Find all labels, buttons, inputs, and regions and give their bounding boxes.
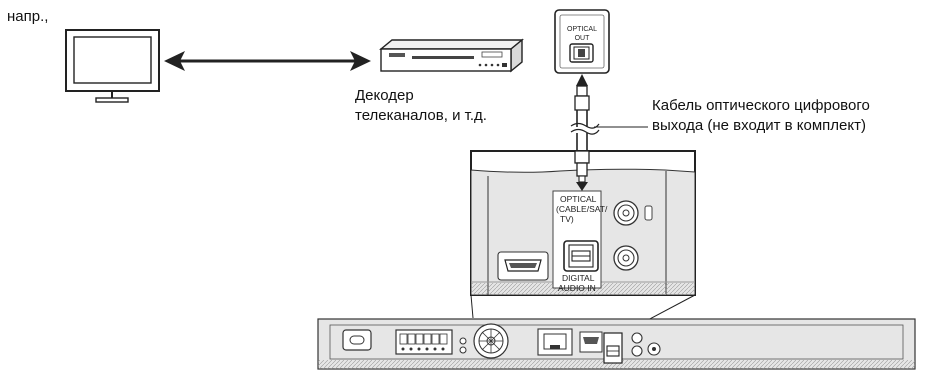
optical-out-text-1: OPTICAL: [567, 26, 597, 33]
main-unit-rear-panel: [317, 318, 916, 370]
cable-label-line2: выхода (не входит в комплект): [652, 117, 866, 134]
optical-port-icon: [569, 43, 594, 63]
power-inlet-icon: [342, 329, 372, 351]
tv-icon: [65, 29, 160, 103]
digital-in-text-1: DIGITAL: [562, 273, 595, 283]
rca-jack-icon: [613, 200, 653, 226]
hdmi-port-icon: [579, 331, 603, 353]
optical-out-text-2: OUT: [575, 35, 591, 42]
digital-in-text-2: AUDIO IN: [558, 283, 596, 293]
set-top-box-icon: [379, 38, 524, 73]
decoder-label-line2: телеканалов, и т.д.: [355, 107, 487, 124]
optical-in-text-1: OPTICAL: [560, 194, 597, 204]
optical-in-text-3: TV): [560, 214, 574, 224]
double-arrow-icon: [164, 51, 371, 71]
cooling-fan-icon: [473, 323, 509, 359]
rear-panel-inset: OPTICAL (CABLE/SAT/ TV) DIGITAL AUDIO IN: [470, 150, 696, 296]
optical-in-port-icon: [563, 240, 599, 272]
optical-in-port-icon: [603, 332, 623, 364]
optical-in-text-2: (CABLE/SAT/: [556, 204, 608, 214]
speaker-terminal-icon: [395, 329, 467, 355]
rca-jack-icon: [631, 332, 661, 357]
example-label: напр.,: [7, 8, 49, 25]
decoder-label: Декодер: [355, 87, 414, 104]
cable-label: Кабель оптического цифрового: [652, 97, 870, 114]
optical-plug-icon: [574, 151, 590, 191]
inset-connector-left: [470, 294, 474, 319]
optical-cable: [570, 74, 600, 151]
rca-jack-icon: [613, 245, 639, 271]
hdmi-port-icon: [497, 251, 549, 281]
optical-out-panel: OPTICAL OUT: [554, 9, 610, 74]
lan-port-icon: [537, 328, 573, 356]
